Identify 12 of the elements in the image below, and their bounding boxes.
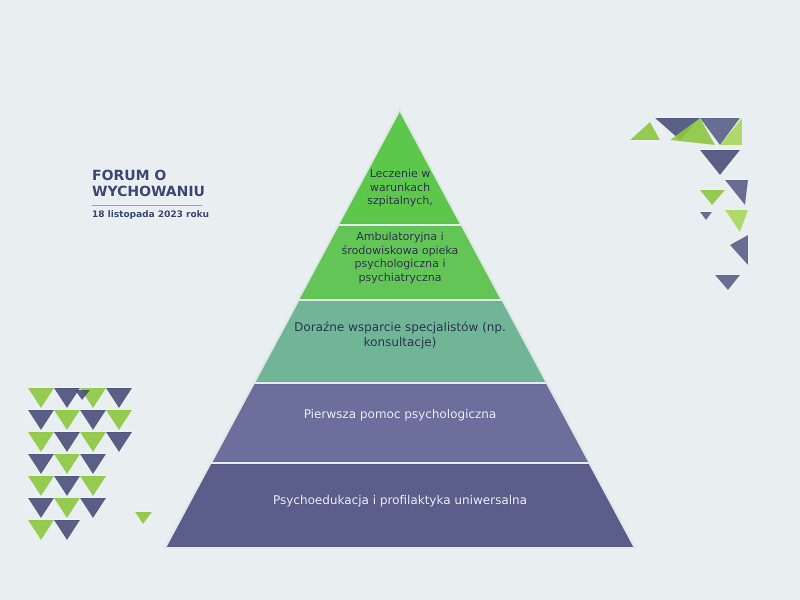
tier-label: Ambulatoryjna i środowiskowa opieka psychologiczna i psychiatryczna [340, 230, 460, 284]
tier-label: Leczenie w warunkach szpitalnych, [366, 167, 434, 208]
pyramid-tier [298, 225, 502, 300]
pyramid-tier [254, 300, 546, 383]
event-date: 18 listopada 2023 roku [92, 210, 210, 220]
tier-label: Pierwsza pomoc psychologiczna [302, 407, 498, 422]
tier-label: Psychoedukacja i profilaktyka uniwersalna [272, 493, 528, 508]
pyramid-tier [338, 110, 462, 225]
pyramid-tier [165, 463, 635, 548]
pyramid-tier [210, 383, 590, 463]
slide-title: FORUM O WYCHOWANIU [92, 168, 206, 200]
tier-label: Doraźne wsparcie specjalistów (np. konsultacje) [293, 320, 507, 350]
